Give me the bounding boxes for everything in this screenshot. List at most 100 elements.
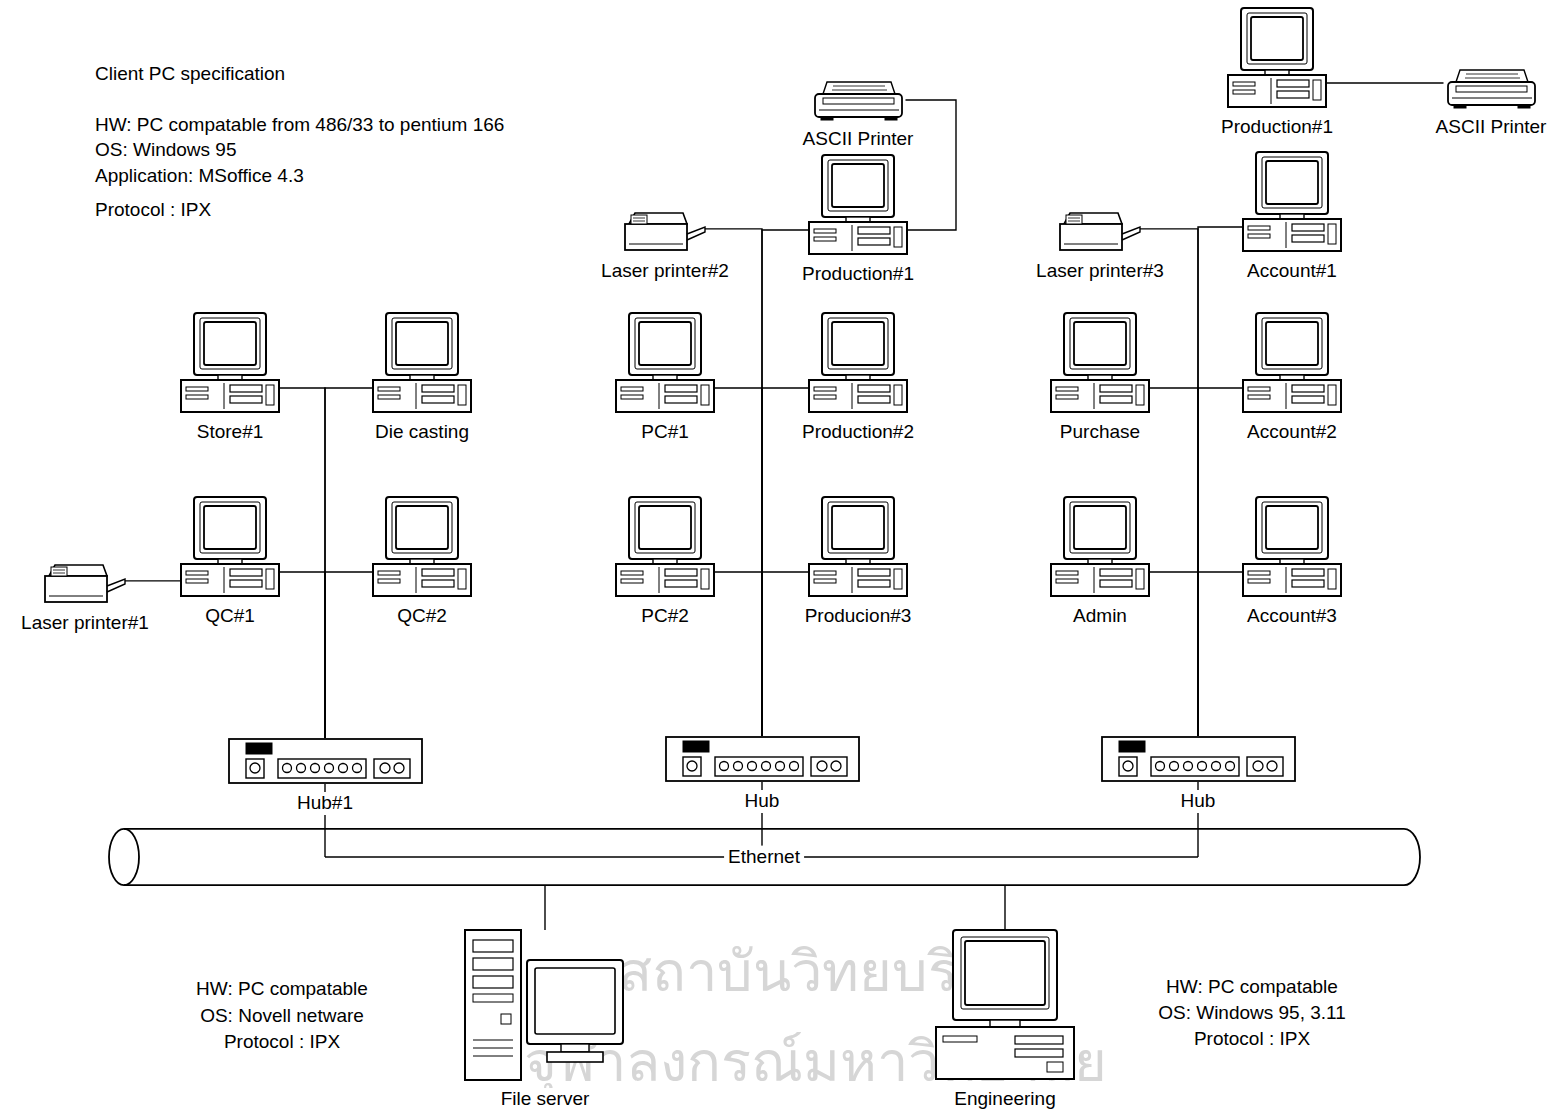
- icon-part: [1064, 244, 1118, 245]
- icon-part: [1051, 564, 1149, 596]
- icon-part: [639, 506, 691, 549]
- spec-text: HW: PC compatable: [1166, 976, 1338, 999]
- icon-part: [1262, 318, 1322, 369]
- network-hub-icon: [1101, 736, 1296, 782]
- icon-part: [815, 94, 902, 117]
- icon-part: [501, 1014, 511, 1024]
- network-hub-icon: [665, 736, 860, 782]
- spec-heading: Client PC specification: [95, 63, 285, 86]
- client-pc: Account#2: [1242, 313, 1342, 413]
- icon-part: [761, 762, 770, 771]
- icon-part: [616, 564, 714, 596]
- device-label: Hub#1: [294, 792, 356, 815]
- client-pc: PC#2: [615, 497, 715, 597]
- icon-part: [747, 762, 756, 771]
- icon-part: [422, 569, 454, 576]
- device-label: Producion#3: [802, 605, 915, 628]
- icon-part: [858, 238, 890, 245]
- network-name: Ethernet: [724, 846, 804, 869]
- icon-part: [814, 387, 836, 391]
- icon-part: [936, 1027, 1074, 1079]
- icon-part: [186, 571, 208, 575]
- icon-part: [1070, 318, 1130, 369]
- icon-part: [1456, 86, 1527, 92]
- ascii-printer-icon: [811, 80, 906, 120]
- client-pc-icon: [808, 155, 908, 255]
- icon-part: [1169, 762, 1178, 771]
- icon-part: [1292, 385, 1324, 392]
- icon-part: [1248, 395, 1270, 399]
- icon-part: [181, 564, 279, 596]
- icon-part: [852, 567, 853, 593]
- icon-part: [224, 567, 225, 593]
- icon-part: [1286, 222, 1287, 248]
- icon-part: [186, 579, 208, 583]
- icon-part: [392, 318, 452, 369]
- client-pc-icon: [372, 497, 472, 597]
- icon-part: [246, 759, 264, 778]
- network-cable: [1004, 886, 1005, 930]
- client-pc-icon: [180, 497, 280, 597]
- icon-part: [1047, 1062, 1063, 1072]
- client-pc-icon: [808, 497, 908, 597]
- laser-printer-icon: [625, 210, 705, 252]
- icon-part: [894, 569, 902, 589]
- icon-part: [1211, 762, 1220, 771]
- client-pc: Producion#3: [808, 497, 908, 597]
- icon-part: [282, 764, 291, 773]
- icon-part: [1064, 213, 1122, 224]
- icon-part: [621, 571, 643, 575]
- icon-part: [1056, 395, 1078, 399]
- icon-part: [422, 385, 454, 392]
- icon-part: [1233, 82, 1255, 86]
- icon-part: [204, 506, 256, 549]
- client-pc: Account#3: [1242, 497, 1342, 597]
- icon-part: [266, 385, 274, 405]
- network-cable: [762, 572, 808, 736]
- icon-part: [1197, 762, 1206, 771]
- icon-part: [852, 225, 853, 251]
- icon-part: [547, 1052, 603, 1062]
- network-cable: [325, 572, 372, 738]
- network-hub-icon: [228, 738, 423, 784]
- icon-part: [458, 569, 466, 589]
- spec-text: HW: PC compatable from 486/33 to pentium…: [95, 114, 504, 137]
- network-cable: [1140, 229, 1198, 736]
- engineering-workstation-icon: [935, 930, 1075, 1080]
- icon-part: [1266, 506, 1318, 549]
- icon-part: [828, 502, 888, 553]
- device-label: Engineering: [951, 1088, 1058, 1111]
- icon-part: [625, 224, 687, 250]
- client-pc-icon: [808, 313, 908, 413]
- client-pc: Purchase: [1050, 313, 1150, 413]
- icon-part: [1286, 567, 1287, 593]
- icon-part: [1056, 579, 1078, 583]
- icon-part: [1271, 78, 1272, 104]
- icon-part: [809, 380, 907, 412]
- icon-part: [822, 313, 894, 375]
- device-label: Die casting: [372, 421, 472, 444]
- icon-part: [204, 322, 256, 365]
- icon-part: [1277, 80, 1309, 87]
- icon-part: [701, 569, 709, 589]
- icon-part: [858, 385, 890, 392]
- icon-part: [858, 396, 890, 403]
- device-label: QC#2: [394, 605, 450, 628]
- device-label: Laser printer#3: [1033, 260, 1167, 283]
- icon-part: [828, 318, 888, 369]
- icon-part: [1136, 569, 1144, 589]
- icon-part: [961, 937, 1049, 1009]
- icon-part: [200, 318, 260, 369]
- icon-part: [396, 322, 448, 365]
- icon-part: [49, 565, 107, 576]
- icon-part: [1248, 571, 1270, 575]
- icon-part: [373, 380, 471, 412]
- icon-part: [229, 739, 422, 783]
- icon-part: [1266, 322, 1318, 365]
- icon-part: [278, 759, 366, 778]
- network-cable: [125, 580, 180, 581]
- icon-part: [639, 322, 691, 365]
- icon-part: [1292, 224, 1324, 231]
- device-label: PC#2: [638, 605, 692, 628]
- icon-part: [823, 98, 894, 104]
